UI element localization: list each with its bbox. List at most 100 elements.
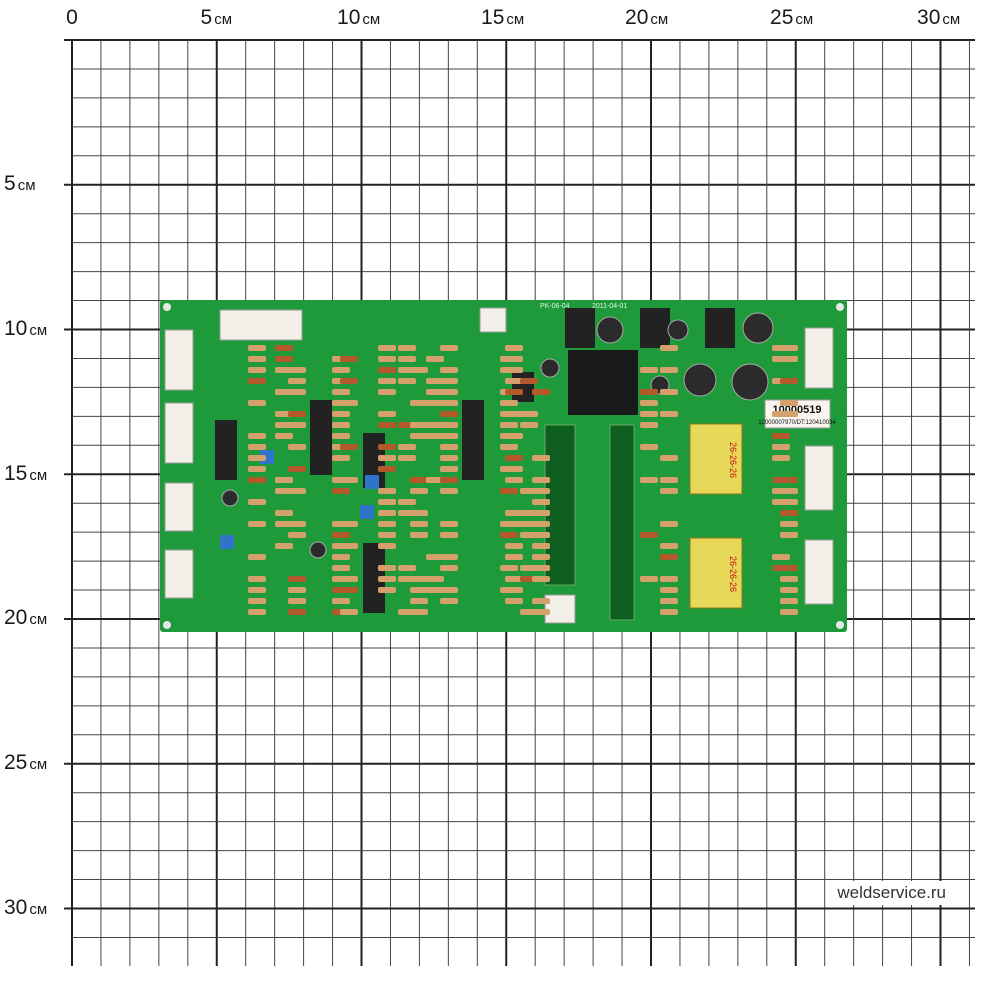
resistor: [640, 367, 658, 373]
resistor: [340, 356, 358, 362]
resistor: [410, 488, 428, 494]
resistor: [532, 510, 550, 516]
resistor: [340, 609, 358, 615]
ic-chip: [363, 543, 385, 613]
connector-block: [164, 482, 194, 532]
resistor: [332, 488, 350, 494]
circuit-board: 26-26-26 26-26-26 10000519 12000007970/D…: [160, 300, 847, 632]
resistor: [660, 488, 678, 494]
resistor: [440, 389, 458, 395]
resistor: [398, 444, 416, 450]
resistor: [340, 477, 358, 483]
resistor: [410, 521, 428, 527]
resistor: [772, 433, 790, 439]
resistor: [532, 543, 550, 549]
resistor: [410, 477, 428, 483]
resistor-array: [248, 345, 798, 615]
capacitor: [596, 316, 624, 344]
resistor: [426, 576, 444, 582]
resistor: [500, 400, 518, 406]
resistor: [500, 444, 518, 450]
ic-chip: [215, 420, 237, 480]
mounting-hole-icon: [163, 303, 171, 311]
resistor: [532, 488, 550, 494]
resistor: [520, 378, 538, 384]
resistor: [505, 455, 523, 461]
resistor: [426, 433, 444, 439]
resistor: [248, 609, 266, 615]
resistor: [398, 378, 416, 384]
resistor: [248, 477, 266, 483]
resistor: [440, 532, 458, 538]
resistor: [288, 598, 306, 604]
resistor: [275, 477, 293, 483]
resistor: [426, 422, 444, 428]
resistor: [532, 598, 550, 604]
transformer-label: 26-26-26: [728, 442, 738, 478]
resistor: [248, 444, 266, 450]
resistor: [532, 554, 550, 560]
resistor: [410, 609, 428, 615]
resistor: [780, 576, 798, 582]
resistor: [780, 521, 798, 527]
regulator: [565, 308, 595, 348]
resistor: [440, 488, 458, 494]
resistor: [426, 378, 444, 384]
resistor: [378, 422, 396, 428]
resistor: [410, 576, 428, 582]
resistor: [440, 433, 458, 439]
resistor: [505, 587, 523, 593]
resistor: [275, 510, 293, 516]
resistor: [660, 521, 678, 527]
resistor: [332, 565, 350, 571]
resistor: [780, 499, 798, 505]
resistor: [440, 422, 458, 428]
resistor: [505, 433, 523, 439]
resistor: [532, 389, 550, 395]
resistor: [248, 378, 266, 384]
resistor: [660, 576, 678, 582]
resistor: [332, 598, 350, 604]
transformer-label: 26-26-26: [728, 556, 738, 592]
resistor: [378, 543, 396, 549]
resistor: [640, 444, 658, 450]
resistor: [440, 444, 458, 450]
pcb-date: 2011-04-01: [592, 303, 627, 310]
capacitor: [309, 541, 327, 559]
connector-block: [544, 594, 576, 624]
resistor: [332, 389, 350, 395]
resistor: [378, 532, 396, 538]
resistor: [288, 532, 306, 538]
resistor: [378, 444, 396, 450]
resistor: [532, 576, 550, 582]
resistor: [532, 477, 550, 483]
resistor: [248, 598, 266, 604]
resistor: [288, 444, 306, 450]
resistor: [640, 576, 658, 582]
resistor: [520, 411, 538, 417]
resistor: [505, 466, 523, 472]
resistor: [500, 532, 518, 538]
resistor: [426, 389, 444, 395]
resistor: [275, 543, 293, 549]
resistor: [248, 466, 266, 472]
resistor: [500, 565, 518, 571]
resistor: [288, 367, 306, 373]
resistor: [378, 576, 396, 582]
resistor: [440, 598, 458, 604]
ic-chip: [310, 400, 332, 475]
resistor: [410, 532, 428, 538]
resistor: [288, 488, 306, 494]
resistor: [332, 411, 350, 417]
pcb-label: PK-06-04: [540, 303, 570, 310]
resistor: [332, 455, 350, 461]
resistor: [532, 521, 550, 527]
resistor: [440, 345, 458, 351]
capacitor: [221, 489, 239, 507]
resistor: [410, 510, 428, 516]
resistor: [440, 554, 458, 560]
